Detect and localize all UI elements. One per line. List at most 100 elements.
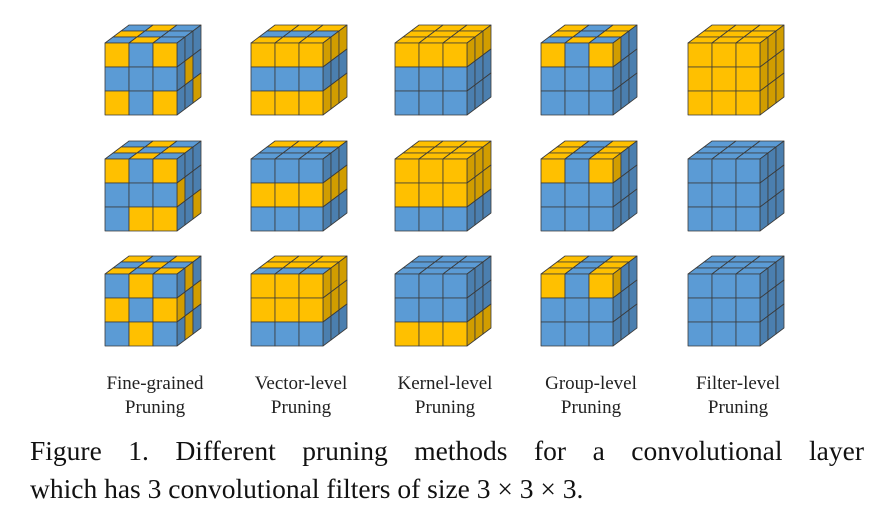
cube-front-cell	[418, 42, 444, 68]
filter-cube	[394, 140, 492, 232]
cube-front-cell	[128, 321, 154, 347]
cube-front-cell	[394, 297, 420, 323]
cube-front-cell	[588, 66, 614, 92]
cube-front-cell	[540, 206, 566, 232]
cube-side-cell	[338, 72, 348, 104]
caption-line-1: Figure 1. Different pruning methods for …	[30, 435, 864, 466]
cube-front-cell	[442, 158, 468, 184]
cube-front-cell	[442, 297, 468, 323]
cube-front-cell	[104, 66, 130, 92]
cube-front-cell	[128, 42, 154, 68]
label-line: Vector-level	[254, 373, 348, 394]
cube-front-cell	[274, 158, 300, 184]
filter-cube	[687, 24, 785, 116]
cube-front-cell	[394, 182, 420, 208]
cube-front-cell	[394, 321, 420, 347]
cube-front-cell	[442, 182, 468, 208]
cube-front-cell	[152, 90, 178, 116]
cube-front-cell	[588, 42, 614, 68]
cube-front-cell	[298, 158, 324, 184]
cube-front-cell	[128, 90, 154, 116]
cube-front-cell	[128, 206, 154, 232]
cube-front-cell	[442, 66, 468, 92]
cube-front-cell	[588, 90, 614, 116]
cube-front-cell	[588, 206, 614, 232]
label-vector-level: Vector-level Pruning	[231, 372, 371, 420]
cube-front-cell	[298, 297, 324, 323]
cube-front-cell	[250, 158, 276, 184]
cube-front-cell	[564, 321, 590, 347]
filter-cube	[250, 255, 348, 347]
cube-side-cell	[482, 188, 492, 220]
cube-side-cell	[482, 72, 492, 104]
cube-front-cell	[394, 42, 420, 68]
cube-front-cell	[128, 297, 154, 323]
cube-front-cell	[418, 66, 444, 92]
cube-front-cell	[250, 321, 276, 347]
cube-front-cell	[442, 42, 468, 68]
cube-front-cell	[564, 66, 590, 92]
cube-front-cell	[250, 273, 276, 299]
cube-front-cell	[418, 206, 444, 232]
cube-front-cell	[418, 158, 444, 184]
cube-front-cell	[274, 182, 300, 208]
cube-front-cell	[274, 90, 300, 116]
cube-front-cell	[588, 321, 614, 347]
cube-front-cell	[687, 321, 713, 347]
cube-front-cell	[418, 182, 444, 208]
cube-front-cell	[540, 158, 566, 184]
label-line: Group-level	[545, 373, 637, 394]
label-line: Fine-grained	[106, 373, 204, 394]
cube-front-cell	[152, 321, 178, 347]
filter-cube	[104, 140, 202, 232]
cube-side-cell	[482, 303, 492, 335]
cube-front-cell	[588, 297, 614, 323]
filter-cube	[687, 140, 785, 232]
cube-front-cell	[442, 321, 468, 347]
cube-front-cell	[274, 321, 300, 347]
cube-front-cell	[711, 158, 737, 184]
figure-caption: Figure 1. Different pruning methods for …	[30, 432, 864, 508]
cube-front-cell	[274, 42, 300, 68]
cube-front-cell	[274, 206, 300, 232]
cube-front-cell	[687, 182, 713, 208]
cube-front-cell	[588, 182, 614, 208]
cube-front-cell	[564, 42, 590, 68]
cube-front-cell	[442, 273, 468, 299]
label-group-level: Group-level Pruning	[521, 372, 661, 420]
cube-front-cell	[735, 90, 761, 116]
filter-cube	[250, 24, 348, 116]
cube-front-cell	[250, 206, 276, 232]
cube-front-cell	[104, 42, 130, 68]
cube-front-cell	[250, 182, 276, 208]
filter-cube	[394, 255, 492, 347]
cube-front-cell	[564, 158, 590, 184]
cube-front-cell	[394, 206, 420, 232]
filter-cube	[540, 24, 638, 116]
cube-front-cell	[687, 206, 713, 232]
cube-front-cell	[735, 42, 761, 68]
cube-front-cell	[711, 66, 737, 92]
label-line: Pruning	[560, 397, 622, 418]
cube-front-cell	[104, 321, 130, 347]
cube-front-cell	[687, 66, 713, 92]
cube-front-cell	[128, 182, 154, 208]
filter-cube	[540, 255, 638, 347]
cube-front-cell	[152, 206, 178, 232]
cube-side-cell	[628, 72, 638, 104]
cube-front-cell	[540, 321, 566, 347]
cube-front-cell	[564, 182, 590, 208]
cube-front-cell	[588, 158, 614, 184]
cube-front-cell	[152, 182, 178, 208]
cube-front-cell	[394, 158, 420, 184]
cube-front-cell	[540, 42, 566, 68]
cube-side-cell	[192, 72, 202, 104]
label-line: Kernel-level	[397, 373, 493, 394]
cube-side-cell	[775, 303, 785, 335]
cube-front-cell	[442, 206, 468, 232]
cube-front-cell	[104, 297, 130, 323]
label-fine-grained: Fine-grained Pruning	[85, 372, 225, 420]
cube-front-cell	[540, 90, 566, 116]
cube-front-cell	[250, 66, 276, 92]
filter-cube	[250, 140, 348, 232]
